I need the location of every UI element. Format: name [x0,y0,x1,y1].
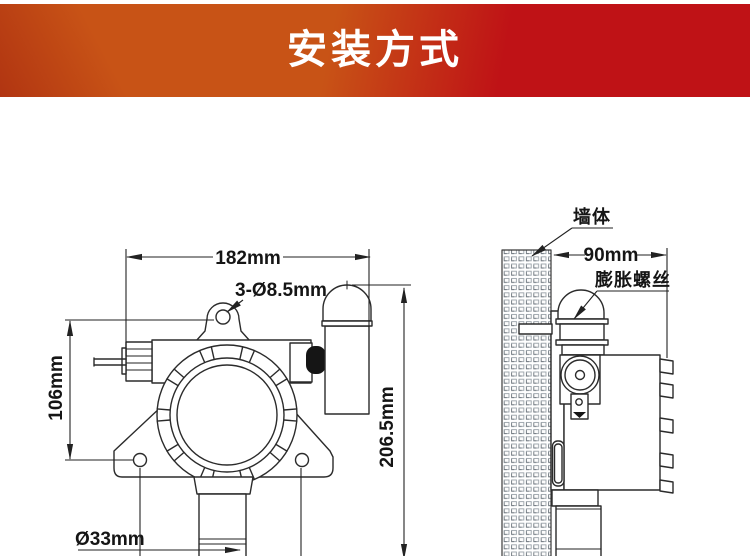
expansion-screw-label: 膨胀螺丝 [594,269,671,290]
dim-mounting-holes: 3-Ø8.5mm [226,280,327,313]
dim-overall-height: 206.5mm [352,284,411,556]
front-view-drawing [93,280,373,556]
alarm-beacon-front [321,280,373,415]
wall-label: 墙体 [573,206,611,227]
sensor-probe-front [193,476,254,556]
wall-callout: 墙体 [531,206,613,257]
sensor-probe-side [551,489,602,556]
title-banner: 安装方式 [0,4,750,97]
page-title: 安装方式 [287,28,463,72]
ear-hole [215,309,231,325]
dim-bottom-hole-spacing: 122mm [139,468,302,556]
detector-body-side [551,354,674,494]
dimension-annotations: 182mm 3-Ø8.5mm 106mm Ø33mm [46,206,671,556]
dim-106mm-label: 106mm [46,355,67,421]
bracket-hole-left [132,452,148,468]
cable-gland [306,346,326,374]
left-cap [125,341,153,382]
expansion-screw-callout: 膨胀螺丝 [573,269,671,320]
dim-90mm-label: 90mm [584,245,639,266]
bracket-hole-right [294,452,310,468]
dim-mount-holes-label: 3-Ø8.5mm [235,280,327,301]
dim-bracket-hole-height: 106mm [46,319,214,461]
dim-206.5mm-label: 206.5mm [377,386,398,467]
left-rod [93,357,127,367]
dim-182mm-label: 182mm [215,248,281,269]
alarm-beacon-side [555,289,609,356]
side-view-drawing [501,249,674,556]
installation-drawing: 182mm 3-Ø8.5mm 106mm Ø33mm [46,206,674,556]
detector-body-front [156,344,298,486]
dim-33mm-label: Ø33mm [75,529,145,550]
dim-mounting-depth: 90mm [553,245,668,358]
dim-probe-diameter: Ø33mm [75,529,241,554]
dim-overall-width: 182mm [125,248,371,356]
wall-hatch [501,249,552,556]
